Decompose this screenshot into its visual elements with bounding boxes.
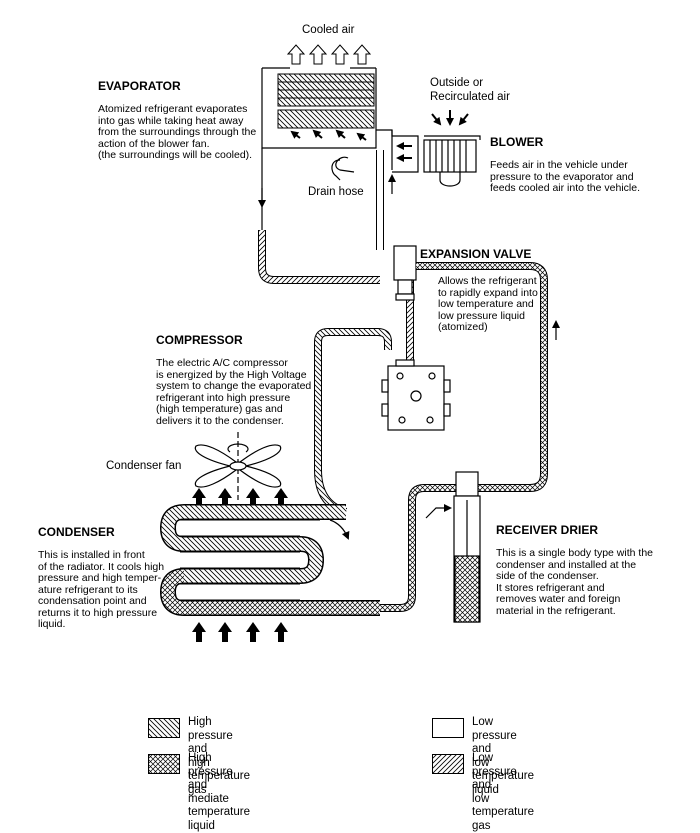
condenser-description: This is installed in front of the radiat… <box>38 549 165 630</box>
receiver-drier-title: RECEIVER DRIER <box>496 522 599 537</box>
flow-arrow-condenser <box>329 519 350 540</box>
receiver-drier-description: This is a single body type with the cond… <box>496 547 653 617</box>
blower-title: BLOWER <box>490 134 544 149</box>
condenser-title: CONDENSER <box>38 524 115 539</box>
blower-description: Feeds air in the vehicle under pressure … <box>490 159 641 194</box>
expansion-valve-description: Allows the refrigerant to rapidly expand… <box>438 275 538 333</box>
compressor-description: The electric A/C compressor is energized… <box>156 357 312 427</box>
expansion-valve-title: EXPANSION VALVE <box>420 246 532 261</box>
pipe-hp-gas <box>314 328 392 516</box>
evaporator-core <box>277 73 375 129</box>
blower-unit <box>391 130 481 187</box>
evaporator-title: EVAPORATOR <box>98 78 181 93</box>
legend-label: High pressure and mediate temperature li… <box>188 752 251 832</box>
compressor-title: COMPRESSOR <box>156 332 243 347</box>
flow-arrows-liquid <box>425 320 560 519</box>
pipe-hp-liquid <box>380 262 548 612</box>
condenser-fan <box>194 432 282 500</box>
compressor-body <box>381 359 451 431</box>
blower-callout: BLOWER Feeds air in the vehicle under pr… <box>490 124 690 195</box>
air-arrows-up <box>192 488 288 642</box>
cooled-air-label: Cooled air <box>302 24 355 36</box>
legend-swatch-empty <box>432 718 464 738</box>
receiver-drier-callout: RECEIVER DRIER This is a single body typ… <box>496 512 696 617</box>
legend-swatch-hatch-slash <box>432 754 464 774</box>
legend-swatch-crosshatch <box>148 754 180 774</box>
outside-air-arrows <box>431 110 469 126</box>
legend-label: High pressure and high temperature gas <box>188 716 251 796</box>
receiver-drier <box>453 471 481 623</box>
outside-air-label: Outside or Recirculated air <box>430 77 510 103</box>
expansion-valve <box>393 245 417 301</box>
legend-label: Low pressure and low temperature gas <box>472 752 535 832</box>
expansion-valve-callout: EXPANSION VALVE Allows the refrigerant t… <box>420 236 580 345</box>
ac-system-diagram <box>159 44 560 642</box>
evaporator-callout: EVAPORATOR Atomized refrigerant evaporat… <box>98 68 268 162</box>
condenser-coil <box>159 504 380 616</box>
legend-label: Low pressure and low temperature liquid <box>472 716 535 796</box>
compressor-callout: COMPRESSOR The electric A/C compressor i… <box>156 322 336 427</box>
legend-swatch-hatch-backslash <box>148 718 180 738</box>
drain-hose-label: Drain hose <box>308 186 364 198</box>
drain-hose <box>331 156 355 181</box>
condenser-callout: CONDENSER This is installed in front of … <box>38 514 178 631</box>
evaporator-description: Atomized refrigerant evaporates into gas… <box>98 103 257 161</box>
condenser-fan-label: Condenser fan <box>106 460 182 472</box>
cooled-air-arrows <box>286 44 372 65</box>
airflow-arrows <box>258 129 412 208</box>
